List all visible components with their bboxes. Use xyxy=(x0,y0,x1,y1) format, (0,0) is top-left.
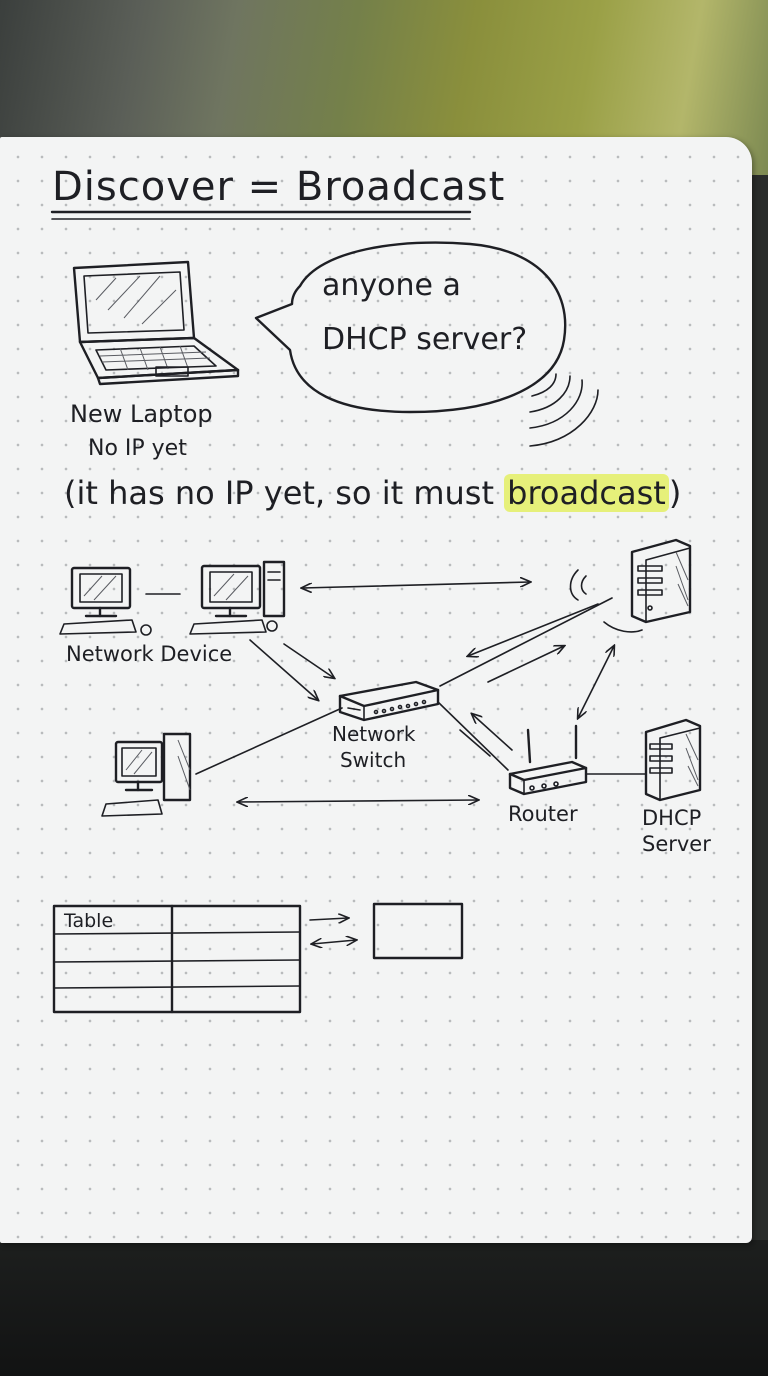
broadcast-note-text: (it has no IP yet, so it must xyxy=(64,474,505,512)
broadcast-note-close: ) xyxy=(668,474,682,512)
computer-icon-network-device xyxy=(189,560,286,635)
network-links xyxy=(195,597,647,775)
speech-bubble-line-2: DHCP server? xyxy=(322,322,528,357)
page-title: Discover = Broadcast xyxy=(52,164,506,210)
broadcast-note: (it has no IP yet, so it must broadcast) xyxy=(64,474,681,512)
table-header-label: Table xyxy=(64,910,114,932)
result-box xyxy=(372,902,464,960)
computer-icon-bottom-left xyxy=(101,732,192,817)
broadcast-waves-icon xyxy=(529,373,599,447)
label-network-switch-line-2: Switch xyxy=(340,748,407,772)
network-switch-icon xyxy=(338,680,440,722)
server-icon-top xyxy=(630,538,692,624)
notebook-page xyxy=(0,137,752,1243)
laptop-label: New Laptop xyxy=(70,400,213,428)
laptop-icon xyxy=(72,260,240,386)
label-dhcp-server-line-2: Server xyxy=(642,832,711,856)
speech-bubble-line-1: anyone a xyxy=(322,268,461,303)
label-dhcp-server-line-1: DHCP xyxy=(642,806,702,830)
speech-bubble xyxy=(254,241,567,414)
label-router: Router xyxy=(508,802,578,826)
traffic-arrows xyxy=(238,582,614,802)
computer-icon-left xyxy=(59,566,152,636)
broadcast-highlight: broadcast xyxy=(504,474,669,512)
label-network-device: Network Device xyxy=(66,642,233,666)
router-icon xyxy=(508,724,588,796)
dhcp-server-icon xyxy=(644,718,702,802)
table-sketch xyxy=(52,904,302,1014)
table-arrows xyxy=(309,918,356,944)
laptop-sublabel: No IP yet xyxy=(88,436,187,461)
server-signal-icon xyxy=(569,569,643,633)
lap-background xyxy=(0,1240,768,1376)
label-network-switch-line-1: Network xyxy=(332,722,416,746)
